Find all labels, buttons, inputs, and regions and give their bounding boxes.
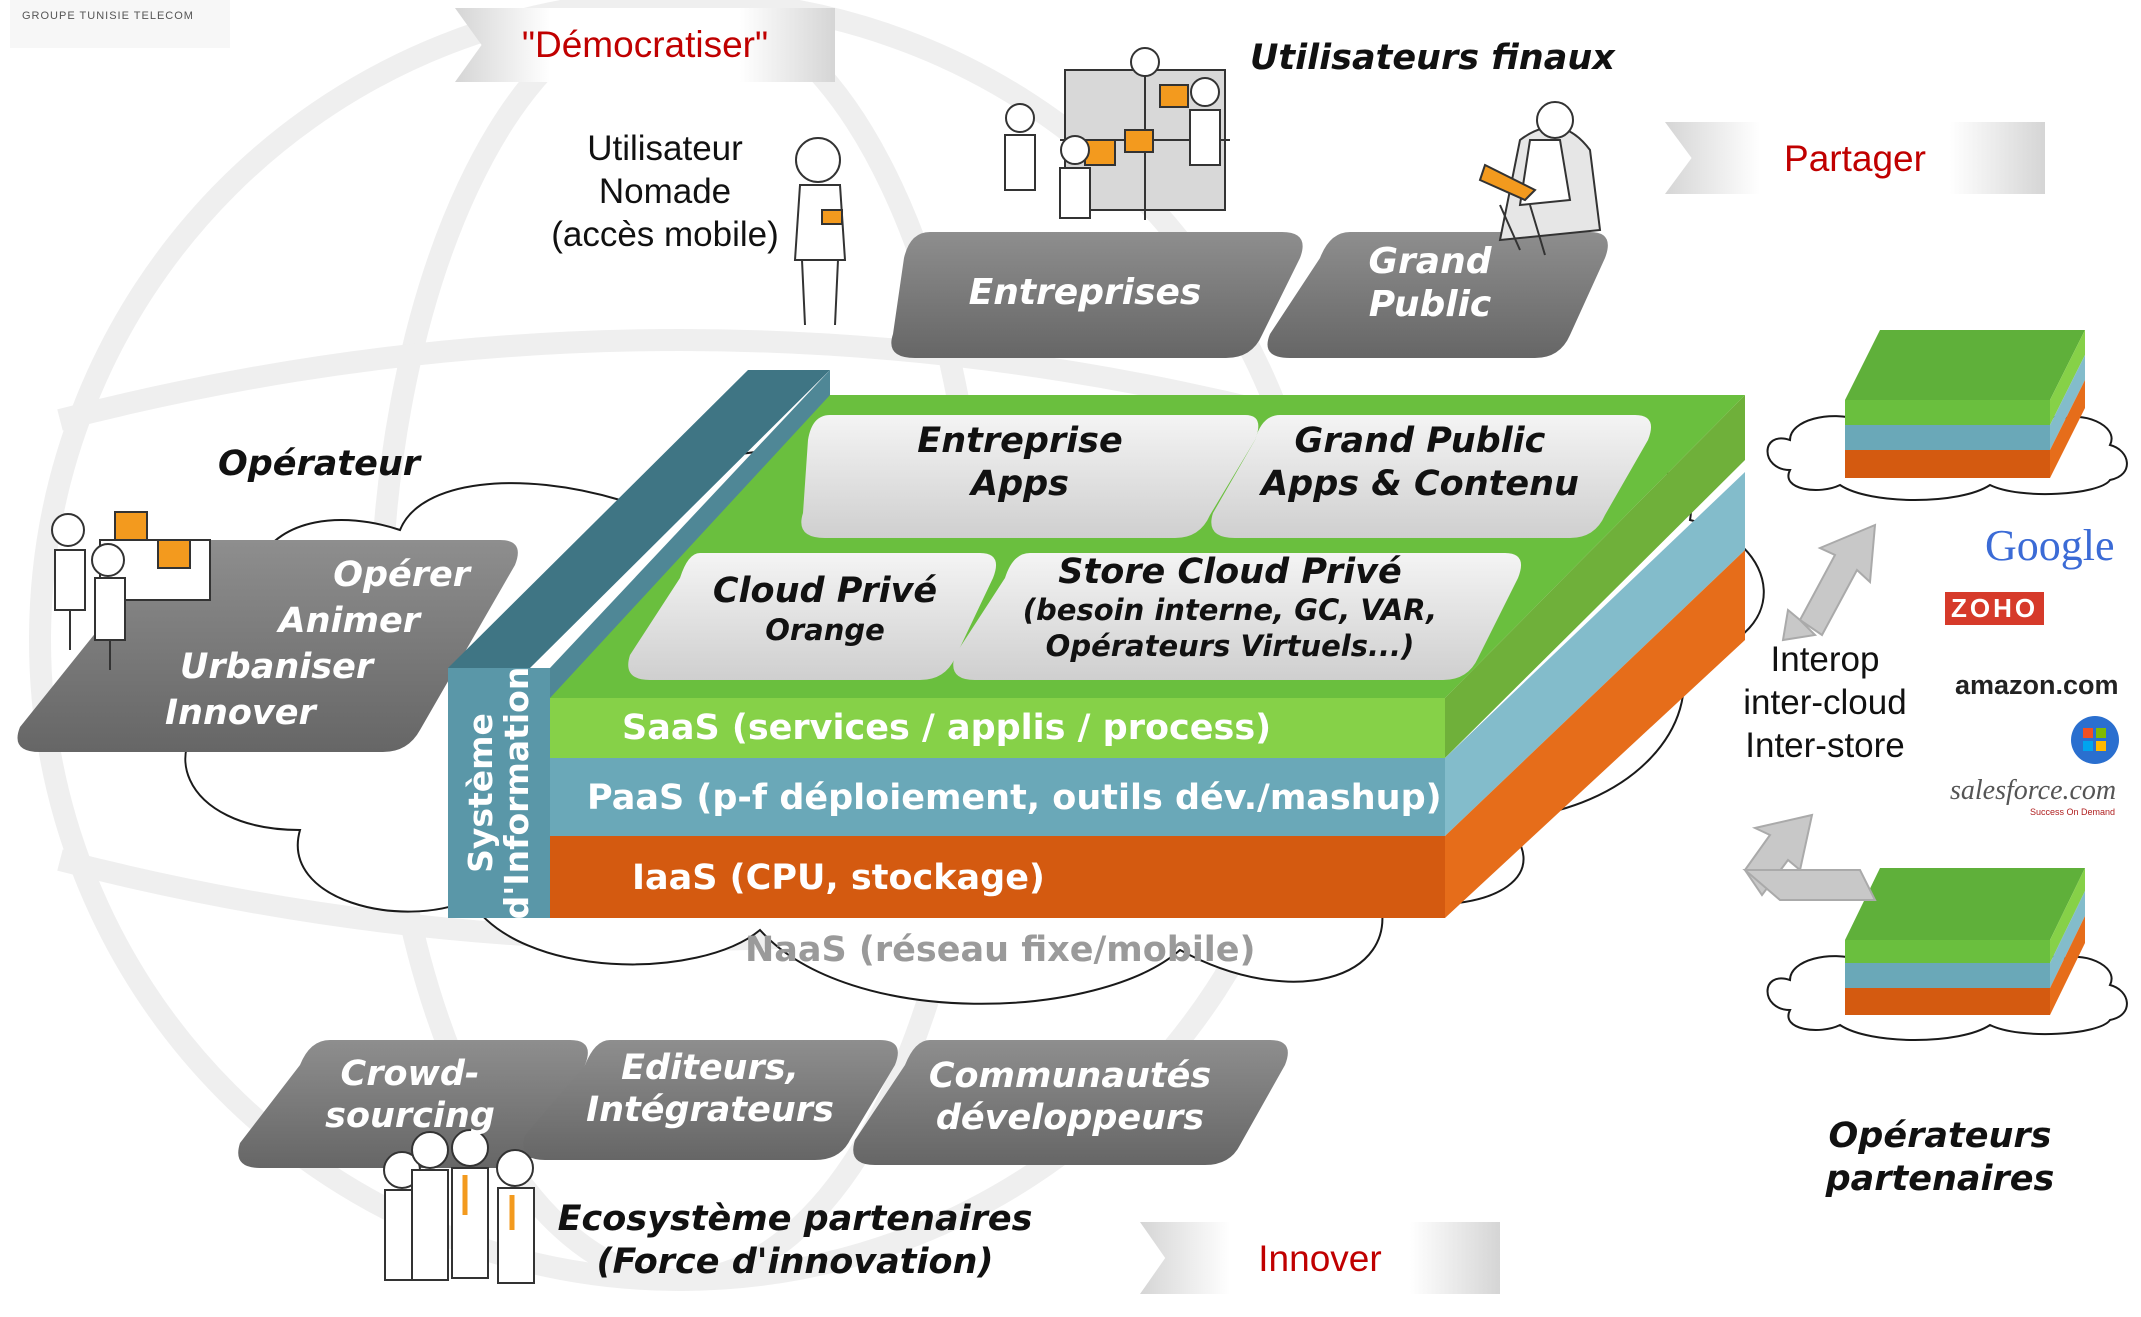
banner-innover: Innover	[1140, 1222, 1500, 1294]
interop-label: Interop inter-cloud Inter-store	[1720, 638, 1930, 767]
ecosystem-title-line-2: (Force d'innovation)	[596, 1242, 994, 1282]
platform-crowd	[238, 1040, 588, 1168]
banner-democratiser: "Démocratiser"	[455, 8, 835, 82]
crowd-line-2: sourcing	[325, 1096, 495, 1136]
action-innover: Innover	[165, 693, 316, 733]
communautes-line-1: Communautés	[928, 1056, 1212, 1096]
store-line-2: (besoin interne, GC, VAR,	[1022, 593, 1438, 627]
office-cubicle-illustration	[1004, 47, 1230, 220]
operateur-title: Opérateur	[218, 444, 421, 484]
communautes-label: Communautés développeurs	[900, 1055, 1240, 1139]
tile-grand-public-apps	[1211, 415, 1652, 538]
platform-editeurs	[523, 1040, 898, 1160]
zoho-logo: ZOHO	[1945, 592, 2045, 625]
grand-public-user-illustration	[1478, 101, 1602, 256]
tunisie-telecom-logo: GROUPE TUNISIE TELECOM	[10, 0, 230, 48]
si-label: Système d'Information	[448, 666, 550, 920]
tile-entreprise-apps	[801, 415, 1259, 538]
si-line-2: d'Information	[497, 666, 536, 920]
windows-logo-icon	[2071, 716, 2119, 764]
ecosystem-title: Ecosystème partenaires (Force d'innovati…	[545, 1198, 1045, 1284]
paas-front	[550, 758, 1445, 836]
interop-line-1: Interop	[1770, 640, 1880, 679]
store-cloud-label: Store Cloud Privé (besoin interne, GC, V…	[980, 552, 1480, 664]
platform-grand-public	[1267, 232, 1608, 358]
tile-store-cloud	[953, 553, 1522, 680]
si-wall-top	[448, 370, 830, 668]
nomade-user-illustration	[793, 137, 847, 326]
partner-operators-line-1: Opérateurs	[1828, 1116, 2052, 1156]
partner-cube-bottom	[1845, 868, 2085, 1015]
iaas-side	[1445, 550, 1745, 918]
tile-cloud-prive	[628, 553, 997, 680]
interop-arrow-top	[1781, 523, 1877, 642]
action-animer: Animer	[278, 601, 420, 641]
action-urbaniser: Urbaniser	[180, 647, 374, 687]
ecosystem-title-line-1: Ecosystème partenaires	[557, 1199, 1033, 1239]
operateur-actions: Opérer Animer Urbaniser Innover	[150, 552, 480, 736]
grand-public-apps-label: Grand Public Apps & Contenu	[1230, 420, 1610, 506]
banner-democratiser-label: "Démocratiser"	[521, 24, 769, 65]
platform-entreprises	[891, 232, 1303, 358]
nomade-label: Utilisateur Nomade (accès mobile)	[540, 127, 790, 256]
grand-public-label: Grand Public	[1330, 240, 1530, 326]
editeurs-label: Editeurs, Intégrateurs	[565, 1047, 855, 1131]
banner-partager: Partager	[1665, 122, 2045, 194]
entreprises-label: Entreprises	[968, 272, 1202, 313]
grand-public-line-1: Grand	[1368, 241, 1492, 282]
partner-cube-top	[1845, 330, 2085, 478]
banner-partager-label: Partager	[1784, 138, 1926, 179]
entreprise-apps-line-2: Apps	[970, 464, 1070, 504]
banner-innover-label: Innover	[1258, 1238, 1382, 1279]
platform-communautes	[853, 1040, 1288, 1165]
iaas-label: IaaS (CPU, stockage)	[632, 858, 1045, 898]
cloud-prive-label: Cloud Privé Orange	[680, 570, 970, 648]
paas-label: PaaS (p-f déploiement, outils dév./mashu…	[587, 778, 1442, 818]
editeurs-line-1: Editeurs,	[621, 1048, 799, 1088]
naas-label: NaaS (réseau fixe/mobile)	[745, 930, 1256, 970]
operateur-workstation-illustration	[51, 511, 211, 670]
grand-public-apps-line-2: Apps & Contenu	[1261, 464, 1579, 504]
ecosystem-people-illustration	[383, 1129, 535, 1284]
si-line-1: Système	[461, 713, 500, 873]
editeurs-line-2: Intégrateurs	[586, 1090, 834, 1130]
partner-operators-line-2: partenaires	[1825, 1159, 2055, 1199]
utilisateurs-finaux-title: Utilisateurs finaux	[1250, 38, 1615, 78]
interop-arrow-bottom	[1742, 813, 1877, 901]
salesforce-logo: salesforce.com	[1950, 775, 2117, 806]
partner-operators-label: Opérateurs partenaires	[1800, 1115, 2080, 1201]
nomade-line-2: Nomade	[598, 172, 732, 211]
amazon-logo: amazon.com	[1955, 670, 2119, 700]
communautes-line-2: développeurs	[935, 1098, 1205, 1138]
cloud-prive-line-2: Orange	[765, 613, 885, 647]
crowdsourcing-label: Crowd- sourcing	[290, 1053, 530, 1137]
saas-front	[550, 698, 1445, 758]
entreprise-apps-line-1: Entreprise	[917, 421, 1123, 461]
nomade-line-3: (accès mobile)	[551, 215, 779, 254]
nomade-line-1: Utilisateur	[587, 129, 743, 168]
cloud-prive-line-1: Cloud Privé	[712, 571, 938, 611]
salesforce-tagline: Success On Demand	[2030, 807, 2116, 817]
entreprise-apps-label: Entreprise Apps	[860, 420, 1180, 506]
grand-public-line-2: Public	[1368, 284, 1492, 325]
store-line-3: Opérateurs Virtuels...)	[1045, 629, 1415, 663]
saas-label: SaaS (services / applis / process)	[622, 708, 1272, 748]
paas-side	[1445, 472, 1745, 836]
iaas-front	[550, 836, 1445, 918]
logo-caption: GROUPE TUNISIE TELECOM	[22, 10, 194, 22]
saas-side	[1445, 395, 1745, 758]
google-logo: Google	[1985, 521, 2115, 570]
interop-line-2: inter-cloud	[1743, 683, 1907, 722]
grand-public-apps-line-1: Grand Public	[1294, 421, 1546, 461]
si-wall-face	[448, 668, 550, 918]
action-operer: Opérer	[333, 555, 470, 595]
store-line-1: Store Cloud Privé	[1058, 552, 1402, 592]
interop-line-3: Inter-store	[1745, 726, 1905, 765]
crowd-line-1: Crowd-	[340, 1054, 480, 1094]
